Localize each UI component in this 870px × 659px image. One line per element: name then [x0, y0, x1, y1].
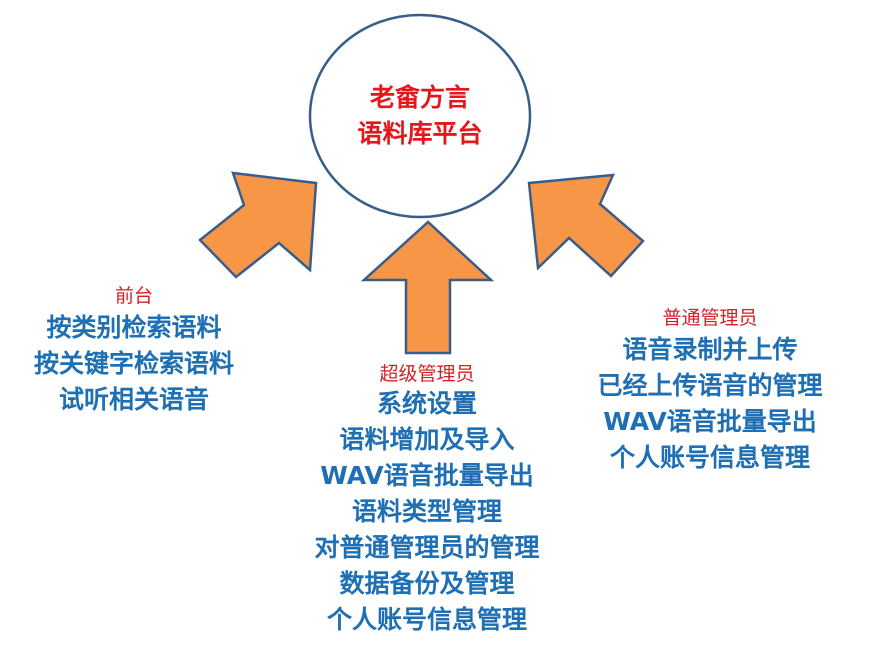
- arrow-up-icon: [360, 220, 495, 355]
- front-desk-group: 前台 按类别检索语料 按关键字检索语料 试听相关语音: [0, 284, 268, 418]
- ordinary-admin-item: WAV语音批量导出: [603, 407, 817, 436]
- ordinary-admin-item: 个人账号信息管理: [609, 443, 810, 472]
- ordinary-admin-item: 语音录制并上传: [622, 335, 798, 364]
- super-admin-item: 个人账号信息管理: [326, 605, 527, 634]
- front-desk-heading: 前台: [114, 285, 153, 307]
- ordinary-admin-group: 普通管理员 语音录制并上传 已经上传语音的管理 WAV语音批量导出 个人账号信息…: [560, 306, 860, 476]
- platform-title: 老畲方言 语料库平台: [310, 80, 530, 152]
- super-admin-item: 系统设置: [376, 389, 477, 418]
- ordinary-admin-item: 已经上传语音的管理: [597, 371, 823, 400]
- super-admin-heading: 超级管理员: [379, 363, 475, 385]
- ordinary-admin-heading: 普通管理员: [662, 307, 758, 329]
- super-admin-item: 语料增加及导入: [339, 425, 515, 454]
- super-admin-item: 数据备份及管理: [339, 569, 515, 598]
- super-admin-item: WAV语音批量导出: [320, 461, 534, 490]
- platform-title-line-2: 语料库平台: [357, 119, 483, 148]
- super-admin-item: 对普通管理员的管理: [314, 533, 540, 562]
- front-desk-item: 试听相关语音: [58, 385, 209, 414]
- center-circle: [308, 13, 532, 219]
- platform-title-line-1: 老畲方言: [369, 83, 470, 112]
- arrow-up-right-icon: [198, 171, 318, 279]
- front-desk-item: 按类别检索语料: [46, 313, 222, 342]
- super-admin-group: 超级管理员 系统设置 语料增加及导入 WAV语音批量导出 语料类型管理 对普通管…: [272, 362, 582, 638]
- super-admin-item: 语料类型管理: [351, 497, 502, 526]
- front-desk-item: 按关键字检索语料: [33, 349, 234, 378]
- arrow-up-left-icon: [527, 173, 645, 278]
